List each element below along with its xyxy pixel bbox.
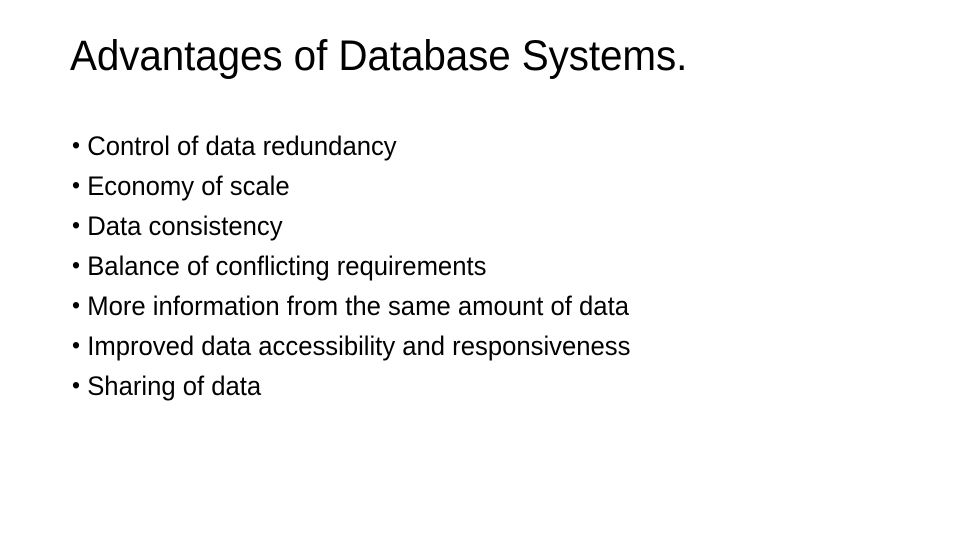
bullet-point-icon: •	[72, 212, 80, 239]
list-item-label: More information from the same amount of…	[87, 291, 629, 321]
list-item-label: Data consistency	[87, 211, 283, 241]
page-title: Advantages of Database Systems.	[70, 32, 688, 80]
bullet-point-icon: •	[72, 332, 80, 359]
list-item: • Sharing of data	[72, 366, 870, 406]
list-item-label: Economy of scale	[87, 171, 290, 201]
bullet-list: • Control of data redundancy • Economy of …	[72, 126, 912, 406]
list-item-label: Improved data accessibility and responsi…	[87, 331, 631, 361]
list-item: • Data consistency	[72, 206, 870, 246]
bullet-point-icon: •	[72, 372, 80, 399]
list-item: • Control of data redundancy	[72, 126, 870, 166]
list-item: • Economy of scale	[72, 166, 870, 206]
list-item-label: Sharing of data	[87, 371, 262, 401]
list-item: • More information from the same amount o…	[72, 286, 870, 326]
bullet-point-icon: •	[72, 172, 80, 199]
list-item: • Balance of conflicting requirements	[72, 246, 870, 286]
bullet-point-icon: •	[72, 132, 80, 159]
list-item-label: Balance of conflicting requirements	[87, 251, 487, 281]
list-item: • Improved data accessibility and respons…	[72, 326, 870, 366]
bullet-point-icon: •	[72, 292, 80, 319]
bullet-point-icon: •	[72, 252, 80, 279]
list-item-label: Control of data redundancy	[87, 131, 397, 161]
